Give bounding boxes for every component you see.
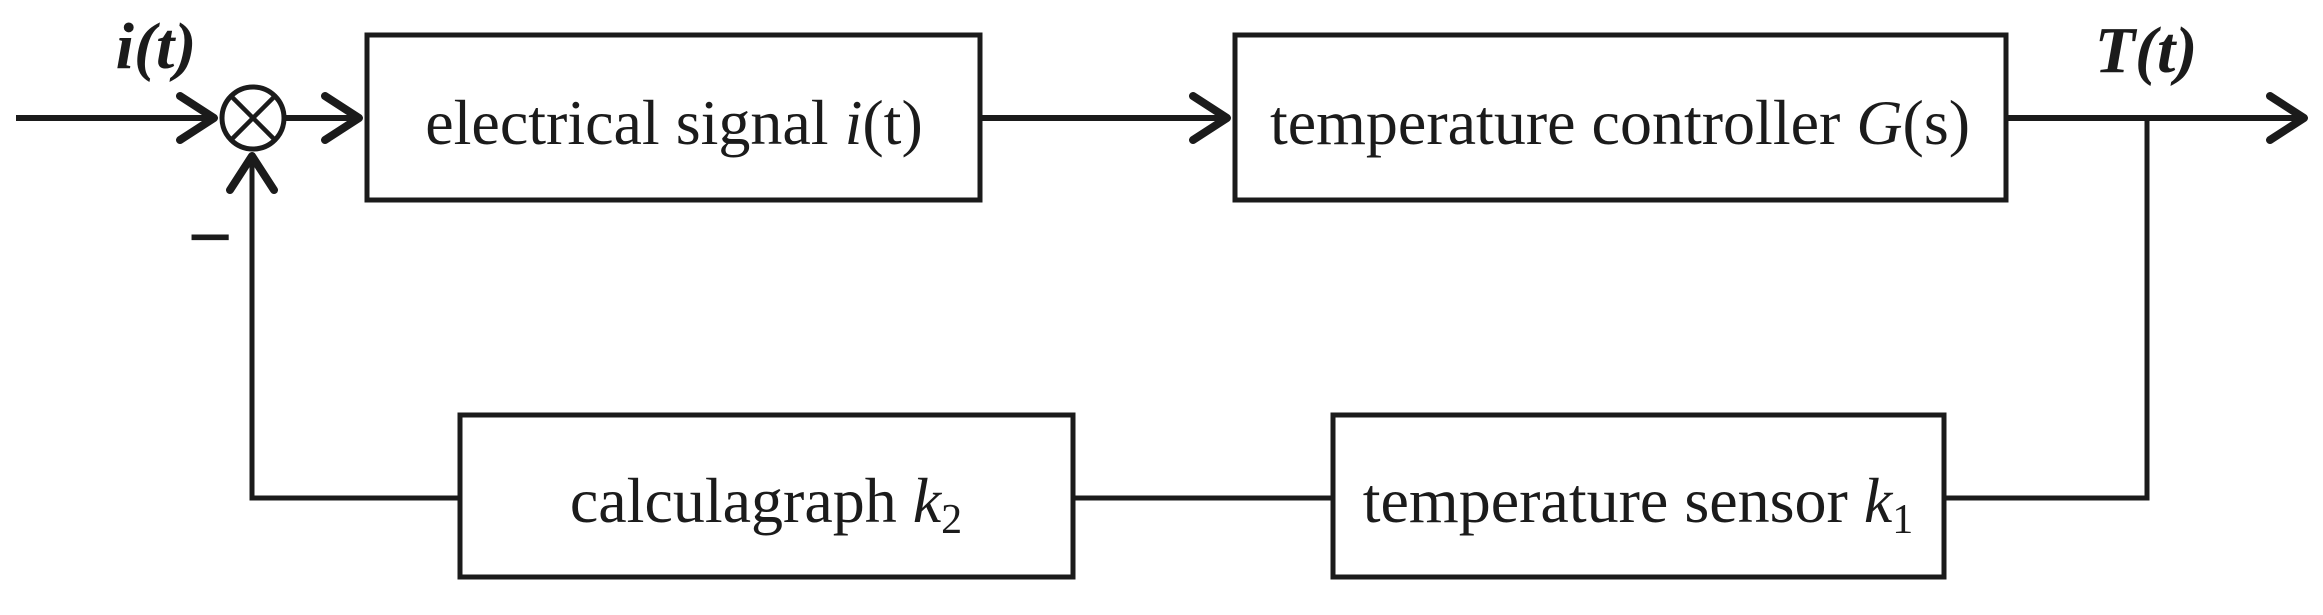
summing-junction-cross (229, 94, 277, 142)
summing-junction: − (187, 84, 287, 282)
feedback-return-arrow (226, 152, 460, 501)
feedback-takeoff-wire (1944, 118, 2150, 501)
feedback-minus-sign: − (187, 194, 233, 282)
input-signal-label: i(t) (116, 10, 197, 83)
electrical-signal-box (364, 32, 983, 203)
temperature-sensor-box (1330, 412, 1947, 580)
output-signal-label: T(t) (2095, 14, 2198, 87)
calculagraph-box (457, 412, 1076, 580)
temperature-controller-box (1232, 32, 2009, 203)
